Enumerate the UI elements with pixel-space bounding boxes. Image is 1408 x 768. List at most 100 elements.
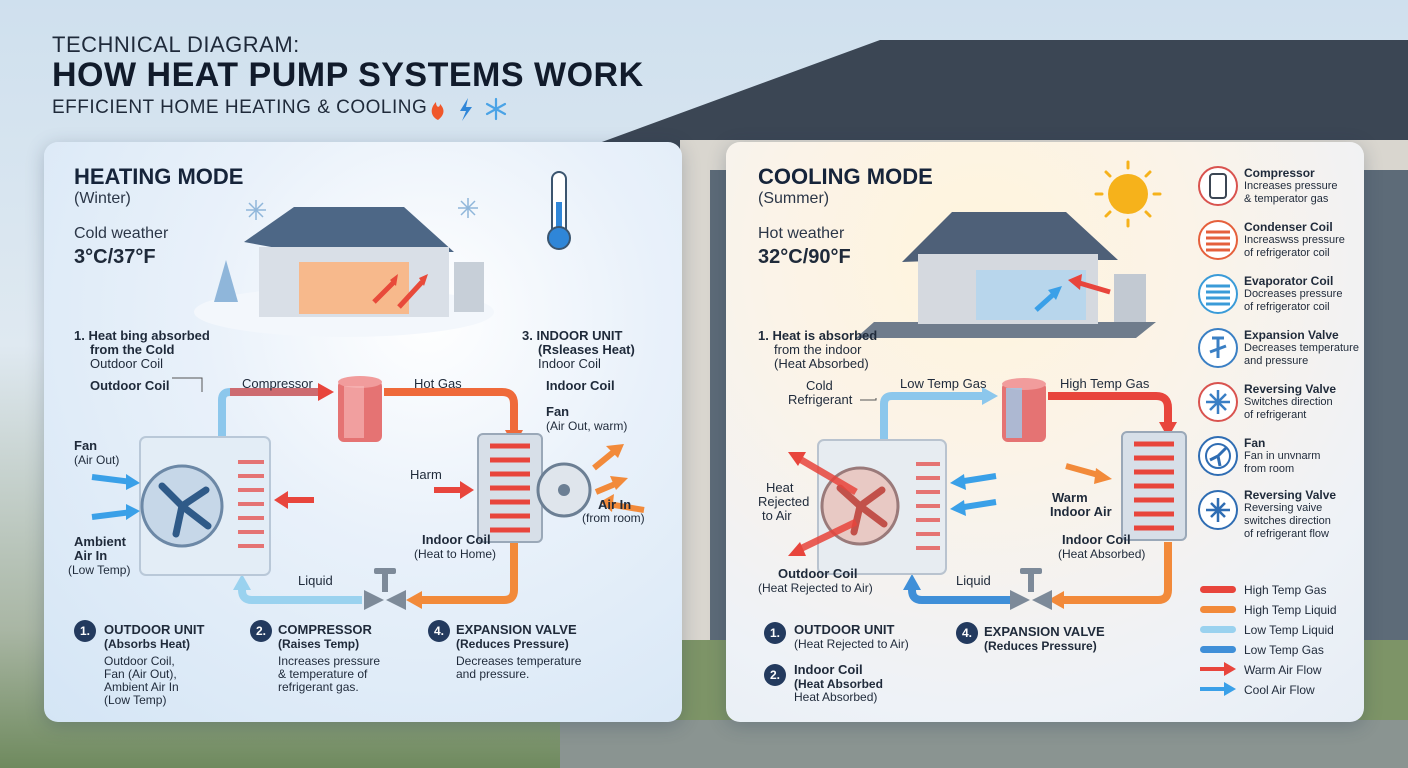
heating-step-desc-1a: Outdoor Coil,: [104, 654, 175, 668]
legend-item-name: Reversing Valve: [1244, 382, 1337, 396]
pine-tree-icon: [214, 260, 238, 302]
heating-indoor-coil-label: Indoor Coil: [546, 378, 615, 393]
outdoor-unit: [139, 436, 271, 576]
legend-flow-label: Low Temp Liquid: [1244, 623, 1334, 637]
cooling-liquid-label: Liquid: [956, 573, 991, 588]
cooling-step-sub-2: (Heat Absorbed: [794, 677, 883, 691]
legend-item-name: Condenser Coil: [1244, 220, 1333, 234]
fan-icon: [158, 482, 212, 538]
heating-ambient-a: Ambient: [74, 534, 126, 549]
snowflake-icon: [485, 97, 507, 121]
house-roof: [244, 207, 454, 252]
pipe-low-liquid: [238, 582, 362, 604]
cooling-step1-title-b: from the indoor: [774, 342, 862, 357]
snowflake-icon: [246, 198, 478, 220]
heating-step1-sub: Outdoor Coil: [90, 356, 163, 371]
legend-item-desc: Switches direction: [1244, 396, 1333, 408]
legend-item-desc: Docreases pressure: [1244, 288, 1343, 300]
legend-item-desc: and pressure: [1244, 355, 1309, 367]
expansion-valve-icon: [1010, 568, 1052, 610]
cooling-weather-label: Hot weather: [758, 225, 845, 242]
legend-item-name: Compressor: [1244, 166, 1315, 180]
heating-outdoor-coil-label: Outdoor Coil: [90, 378, 170, 393]
page-subtitle: EFFICIENT HOME HEATING & COOLING: [52, 97, 428, 118]
legend-item-name: Reversing Valve: [1244, 488, 1337, 502]
heating-air-in-sub: (from room): [582, 511, 645, 525]
legend-item-desc: of refrigerant flow: [1244, 528, 1329, 540]
legend-item-desc: of refrigerant: [1244, 409, 1307, 421]
cooling-heat-rejected-a: Heat: [766, 480, 794, 495]
legend-item-desc: of refrigerator coil: [1244, 301, 1330, 313]
legend-item-desc: Increaswss pressure: [1244, 234, 1345, 246]
cooling-indoor-coil-sub: (Heat Absorbed): [1058, 547, 1146, 561]
heating-fan-right-sub: (Air Out, warm): [546, 419, 628, 433]
cooling-outdoor-coil-label: Outdoor Coil: [778, 566, 858, 581]
legend-component-icons: [1198, 166, 1238, 530]
legend-item-desc: switches direction: [1244, 515, 1331, 527]
heating-liquid-label: Liquid: [298, 573, 333, 588]
heating-indoor-coil-bottom: Indoor Coil: [422, 532, 491, 547]
compressor-icon: [338, 376, 382, 442]
heating-ambient-c: (Low Temp): [68, 563, 131, 577]
legend-flow-label: Warm Air Flow: [1244, 663, 1322, 677]
cooling-outdoor-coil-sub: (Heat Rejected to Air): [758, 581, 873, 595]
heating-step-desc-1d: (Low Temp): [104, 693, 167, 707]
thermometer-icon: [547, 171, 571, 250]
heating-hot-gas-label: Hot Gas: [414, 376, 462, 391]
pipe-high-gas: [1048, 392, 1172, 428]
cooling-step-sub-1: (Heat Rejected to Air): [794, 637, 909, 651]
cooling-mode-panel: COOLING MODE (Summer) Hot weather 32°C/9…: [726, 142, 1364, 722]
legend-item-desc: Decreases temperature: [1244, 342, 1359, 354]
indoor-coil: [1121, 431, 1187, 541]
cooling-weather-temp: 32°C/90°F: [758, 246, 851, 268]
cooling-diagram: [788, 160, 1238, 696]
legend-item-desc: Increases pressure: [1244, 180, 1338, 192]
heating-fan-right-label: Fan: [546, 404, 570, 419]
expansion-valve-icon: [364, 568, 406, 610]
lightning-icon: [460, 98, 472, 121]
cooling-low-temp-gas-label: Low Temp Gas: [900, 376, 987, 391]
heating-diagram: [91, 171, 645, 610]
cooling-mode-title: COOLING MODE: [758, 164, 933, 189]
heating-step-desc-1b: Fan (Air Out),: [104, 667, 177, 681]
heating-step-sub-1: (Absorbs Heat): [104, 637, 191, 651]
heating-harm-label: Harm: [410, 467, 442, 482]
flame-icon: [431, 102, 444, 120]
cooling-cold-ref-a: Cold: [806, 378, 833, 393]
warm-air-out-arrows: [592, 444, 628, 495]
heating-step-title-1: OUTDOOR UNIT: [104, 622, 205, 637]
cooling-step-title-2: Indoor Coil: [794, 662, 863, 677]
header-pretitle: TECHNICAL DIAGRAM:: [52, 32, 300, 57]
cooling-step-title-4: EXPANSION VALVE: [984, 624, 1105, 639]
cooling-warm-a: Warm: [1052, 490, 1088, 505]
heating-compressor-label: Compressor: [242, 376, 313, 391]
legend-item-desc: from room: [1244, 463, 1295, 475]
house-roof: [902, 212, 1118, 262]
heating-fan-left-sub: (Air Out): [74, 453, 120, 467]
page-title: HOW HEAT PUMP SYSTEMS WORK: [52, 56, 644, 94]
heating-indoor-coil-bottom-sub: (Heat to Home): [414, 547, 497, 561]
legend-flow-label: High Temp Liquid: [1244, 603, 1337, 617]
cool-air-arrows: [91, 474, 140, 520]
cooling-cold-ref-b: Refrigerant: [788, 392, 853, 407]
heating-step-badge-4: 4.: [428, 620, 450, 642]
legend-item-name: Evaporator Coil: [1244, 274, 1334, 288]
heating-weather-label: Cold weather: [74, 225, 169, 242]
heating-step3-title-a: 3. INDOOR UNIT: [522, 328, 623, 343]
cooling-heat-rejected-c: to Air: [762, 508, 792, 523]
heating-mode-panel: HEATING MODE (Winter) Cold weather 3°C/3…: [44, 142, 682, 722]
cooling-step-badge-1: 1.: [764, 622, 786, 644]
sun-icon: [1094, 160, 1162, 228]
heating-step1-title-b: from the Cold: [90, 342, 175, 357]
legend-item-name: Fan: [1244, 436, 1266, 450]
cooling-step-badge-2: 2.: [764, 664, 786, 686]
heating-step1-title-a: 1. Heat bing absorbed: [74, 328, 210, 343]
heating-step-badge-2: 2.: [250, 620, 272, 642]
heating-step-desc-4a: Decreases temperature: [456, 654, 582, 668]
cooling-season: (Summer): [758, 190, 830, 207]
legend-item-desc: Fan in unvnarm: [1244, 450, 1321, 462]
pipe-hot-gas: [384, 388, 518, 438]
fan-icon: [836, 484, 888, 536]
cooling-step1-sub: (Heat Absorbed): [774, 356, 869, 371]
legend-flow-label: Cool Air Flow: [1244, 683, 1315, 697]
